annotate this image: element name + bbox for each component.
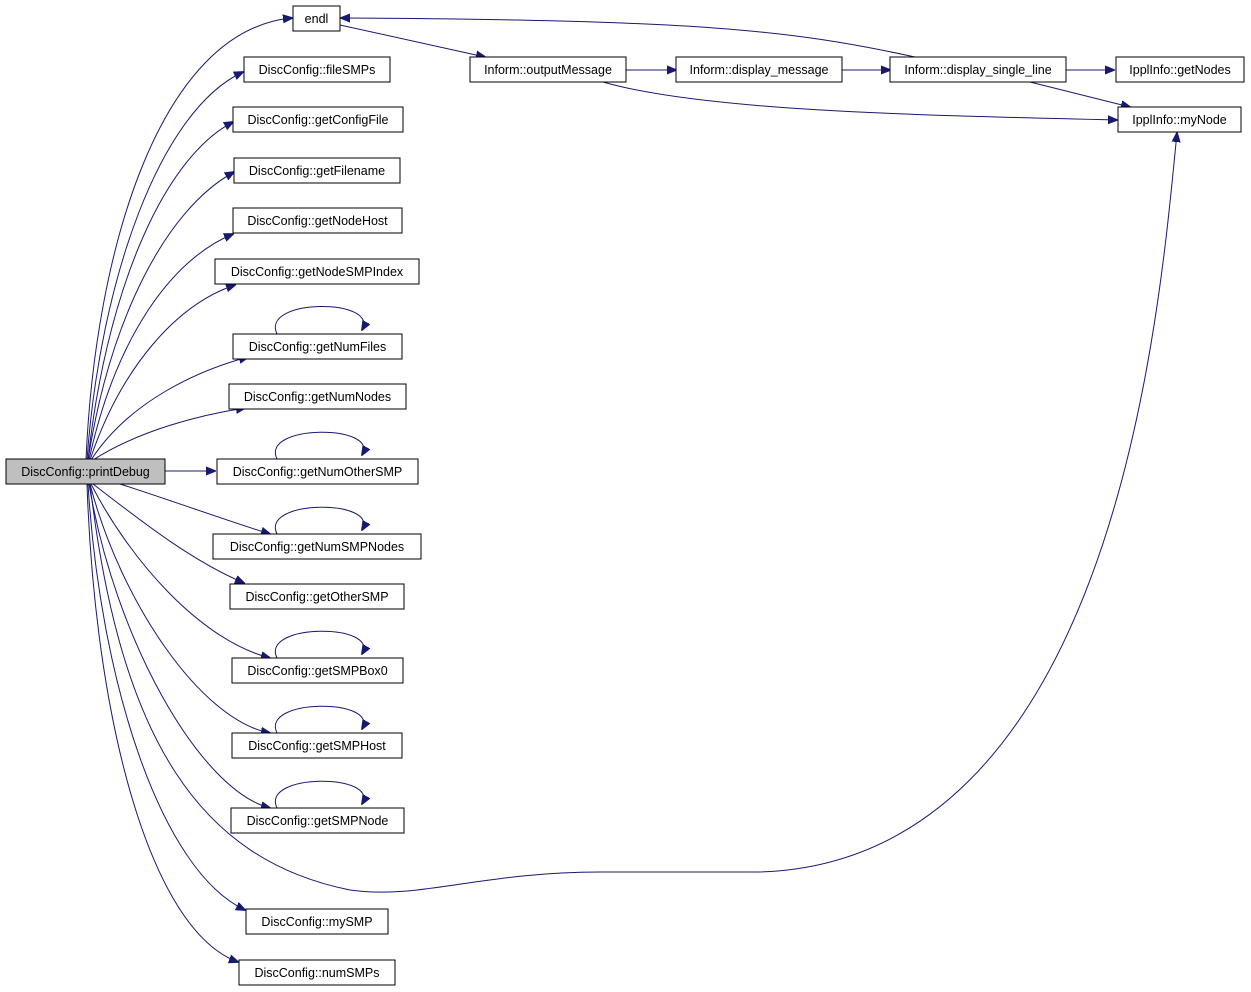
edge-printDebug-getOtherSMP	[92, 483, 244, 583]
edge-display_single_line-myNode	[1029, 81, 1130, 107]
edge-display_single_line-endl	[341, 18, 916, 58]
edge-printDebug-getNumSMPNodes	[119, 483, 270, 534]
node-box	[231, 732, 403, 759]
node-label: Inform::display_single_line	[904, 63, 1051, 77]
node-outputMessage[interactable]: Inform::outputMessage	[469, 56, 627, 83]
node-getNumFiles[interactable]: DiscConfig::getNumFiles	[232, 333, 403, 360]
edge-printDebug-getNodeSMPIndex	[89, 285, 235, 461]
node-box	[229, 583, 405, 610]
node-label: DiscConfig::getNumSMPNodes	[230, 540, 404, 554]
node-box	[245, 908, 389, 935]
node-box	[228, 383, 407, 410]
node-getFilename[interactable]: DiscConfig::getFilename	[233, 157, 401, 184]
node-label: DiscConfig::fileSMPs	[259, 63, 376, 77]
node-label: endl	[305, 12, 329, 26]
node-box	[212, 533, 422, 560]
node-numSMPs[interactable]: DiscConfig::numSMPs	[238, 959, 396, 986]
node-box	[232, 207, 403, 234]
node-myNode[interactable]: IpplInfo::myNode	[1117, 106, 1242, 133]
node-label: DiscConfig::mySMP	[261, 915, 372, 929]
node-box	[216, 458, 419, 485]
node-box	[5, 458, 166, 485]
node-getNodeHost[interactable]: DiscConfig::getNodeHost	[232, 207, 403, 234]
node-mySMP[interactable]: DiscConfig::mySMP	[245, 908, 389, 935]
edge-printDebug-endl	[85, 18, 292, 461]
node-label: DiscConfig::getOtherSMP	[245, 590, 388, 604]
edge-printDebug-fileSMPs	[86, 72, 243, 461]
node-box	[230, 807, 405, 834]
node-label: DiscConfig::getNumOtherSMP	[233, 465, 403, 479]
node-box	[469, 56, 627, 83]
edge-printDebug-getConfigFile	[87, 122, 233, 461]
node-label: IpplInfo::getNodes	[1129, 63, 1230, 77]
node-label: Inform::display_message	[690, 63, 829, 77]
edge-getNumFiles-self	[274, 306, 364, 335]
node-getSMPNode[interactable]: DiscConfig::getSMPNode	[230, 807, 405, 834]
edge-printDebug-mySMP	[87, 483, 245, 910]
node-getSMPBox0[interactable]: DiscConfig::getSMPBox0	[231, 657, 404, 684]
edge-endl-outputMessage	[339, 24, 485, 57]
node-box	[1115, 56, 1245, 83]
edge-printDebug-numSMPs	[86, 483, 238, 962]
edge-printDebug-getNumFiles	[90, 357, 248, 461]
node-label: DiscConfig::getNumFiles	[249, 340, 387, 354]
edge-printDebug-getSMPNode	[88, 483, 270, 808]
node-box	[243, 56, 391, 83]
node-label: DiscConfig::numSMPs	[254, 966, 379, 980]
node-box	[232, 106, 404, 133]
node-box	[238, 959, 396, 986]
node-getOtherSMP[interactable]: DiscConfig::getOtherSMP	[229, 583, 405, 610]
node-label: DiscConfig::getSMPHost	[248, 739, 386, 753]
node-label: DiscConfig::getConfigFile	[247, 113, 388, 127]
node-label: DiscConfig::getNumNodes	[244, 390, 391, 404]
node-box	[232, 333, 403, 360]
node-getNodes[interactable]: IpplInfo::getNodes	[1115, 56, 1245, 83]
node-label: DiscConfig::printDebug	[21, 465, 150, 479]
edge-getSMPHost-self	[274, 705, 364, 734]
edge-getSMPNode-self	[274, 780, 364, 809]
edge-getNumSMPNodes-self	[274, 506, 364, 535]
node-box	[233, 157, 401, 184]
edge-printDebug-getFilename	[87, 172, 234, 461]
node-box	[231, 657, 404, 684]
node-getSMPHost[interactable]: DiscConfig::getSMPHost	[231, 732, 403, 759]
node-getNumOtherSMP[interactable]: DiscConfig::getNumOtherSMP	[216, 458, 419, 485]
node-printDebug[interactable]: DiscConfig::printDebug	[5, 458, 166, 485]
edge-printDebug-getSMPHost	[89, 483, 270, 733]
edge-printDebug-myNode	[89, 133, 1177, 893]
node-label: DiscConfig::getNodeHost	[247, 214, 388, 228]
node-box	[1117, 106, 1242, 133]
node-fileSMPs[interactable]: DiscConfig::fileSMPs	[243, 56, 391, 83]
edge-printDebug-getNodeHost	[88, 234, 233, 461]
node-display_message[interactable]: Inform::display_message	[675, 56, 843, 83]
node-box	[214, 258, 420, 285]
node-label: DiscConfig::getSMPNode	[247, 814, 389, 828]
edge-getNumOtherSMP-self	[274, 431, 364, 460]
edge-printDebug-getNumNodes	[92, 408, 245, 461]
node-endl[interactable]: endl	[292, 5, 341, 32]
node-getNumSMPNodes[interactable]: DiscConfig::getNumSMPNodes	[212, 533, 422, 560]
node-getConfigFile[interactable]: DiscConfig::getConfigFile	[232, 106, 404, 133]
node-getNodeSMPIndex[interactable]: DiscConfig::getNodeSMPIndex	[214, 258, 420, 285]
edge-getSMPBox0-self	[274, 630, 364, 659]
edges	[85, 18, 1177, 962]
node-box	[292, 5, 341, 32]
edge-outputMessage-myNode	[602, 81, 1117, 120]
node-box	[889, 56, 1067, 83]
node-label: DiscConfig::getFilename	[249, 164, 385, 178]
node-label: Inform::outputMessage	[484, 63, 612, 77]
node-label: DiscConfig::getNodeSMPIndex	[231, 265, 404, 279]
node-display_single_line[interactable]: Inform::display_single_line	[889, 56, 1067, 83]
node-getNumNodes[interactable]: DiscConfig::getNumNodes	[228, 383, 407, 410]
node-label: IpplInfo::myNode	[1132, 113, 1227, 127]
node-label: DiscConfig::getSMPBox0	[247, 664, 387, 678]
node-box	[675, 56, 843, 83]
edge-printDebug-getSMPBox0	[90, 483, 270, 658]
nodes: DiscConfig::printDebug endl DiscConfig::…	[5, 5, 1245, 986]
